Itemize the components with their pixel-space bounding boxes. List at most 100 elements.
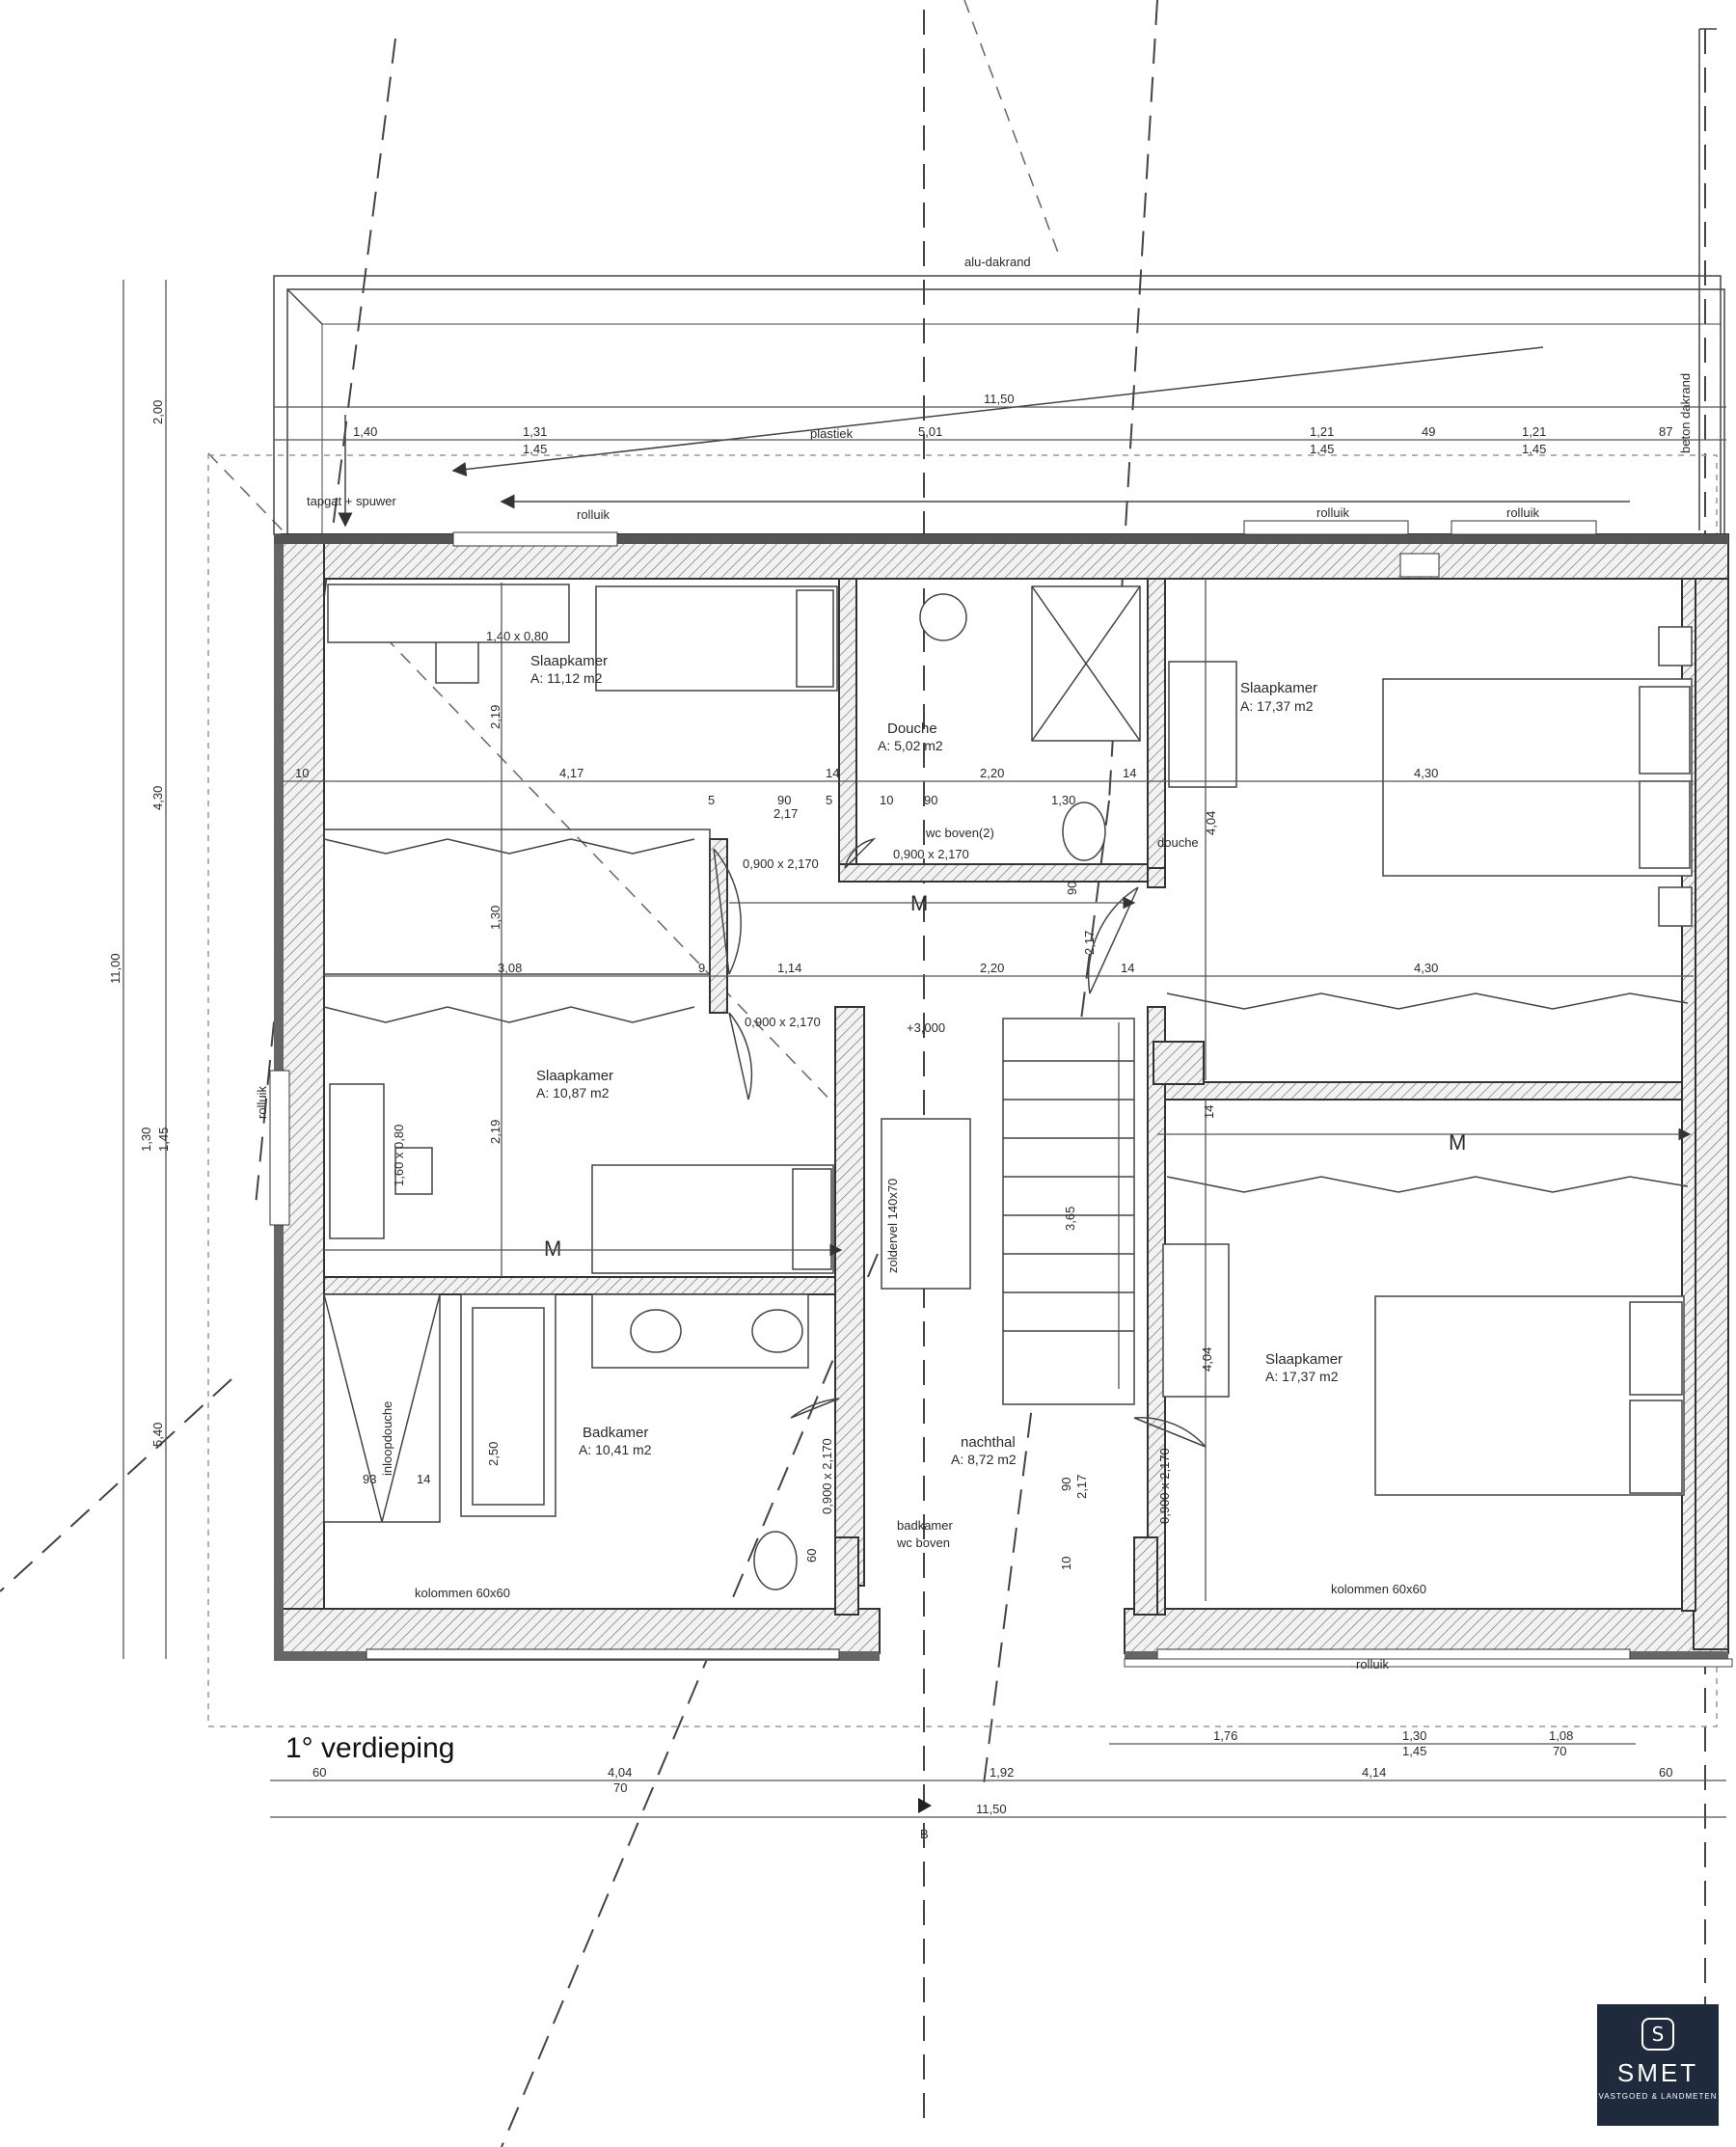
dim-top-2a: 1,31 bbox=[523, 424, 547, 439]
dim-left-3b: 1,45 bbox=[156, 1128, 171, 1152]
dim-v-404a: 4,04 bbox=[1204, 811, 1218, 835]
douche-small-label: douche bbox=[1157, 835, 1199, 850]
badkamer-above-label: badkamer bbox=[897, 1518, 953, 1533]
room-name-badkamer: Badkamer bbox=[583, 1425, 648, 1441]
dim-v-90a: 90 bbox=[1065, 882, 1079, 895]
dim-left-1: 2,00 bbox=[150, 400, 165, 424]
dim-v-14: 14 bbox=[1202, 1105, 1216, 1119]
wc-above-2-label: wc boven(2) bbox=[925, 826, 994, 840]
room-area-bedroom-3: A: 17,37 m2 bbox=[1240, 698, 1314, 714]
wardrobes bbox=[323, 829, 1689, 1193]
section-marker: B bbox=[920, 1827, 929, 1841]
dim-bot1-b1: 1,30 bbox=[1402, 1728, 1426, 1743]
dim-bot1-b2: 1,45 bbox=[1402, 1744, 1426, 1758]
room-labels: Slaapkamer A: 11,12 m2 Douche A: 5,02 m2… bbox=[530, 653, 1343, 1467]
interior-dimension-lines bbox=[282, 579, 1694, 1601]
logo-brand: SMET bbox=[1616, 2058, 1699, 2087]
half-mark-2: M bbox=[544, 1237, 561, 1261]
attic-hatch-label: zoldervel 140x70 bbox=[885, 1179, 900, 1273]
dim-bot1-a: 1,76 bbox=[1213, 1728, 1237, 1743]
roof-edge-label: plastiek bbox=[810, 426, 854, 441]
columns-label-1: kolommen 60x60 bbox=[415, 1586, 510, 1600]
dim-bot2-d: 4,14 bbox=[1362, 1765, 1386, 1780]
dim-v-219b: 2,19 bbox=[488, 1120, 502, 1144]
dim-top-3: 5,01 bbox=[918, 424, 942, 439]
concrete-roof-label: beton dakrand bbox=[1678, 373, 1693, 453]
wc-above-label: wc boven bbox=[896, 1536, 950, 1550]
logo-tagline: VASTGOED & LANDMETEN bbox=[1598, 2092, 1718, 2101]
window-size-2: 1,60 x 0,80 bbox=[392, 1125, 406, 1186]
dim-v-365: 3,65 bbox=[1063, 1207, 1077, 1231]
dim-top-1: 1,40 bbox=[353, 424, 377, 439]
room-name-bedroom-4: Slaapkamer bbox=[1265, 1351, 1343, 1368]
dim-bot2-e: 60 bbox=[1659, 1765, 1672, 1780]
room-area-badkamer: A: 10,41 m2 bbox=[579, 1442, 652, 1457]
room-area-bedroom-4: A: 17,37 m2 bbox=[1265, 1369, 1339, 1384]
dim-top-4a: 1,21 bbox=[1310, 424, 1334, 439]
dim-bot1-c1: 1,08 bbox=[1549, 1728, 1573, 1743]
room-name-bedroom-1: Slaapkamer bbox=[530, 653, 608, 669]
left-dimension-lines: 11,00 2,00 4,30 1,30 1,45 5,40 bbox=[108, 280, 171, 1659]
door-size-2: 0,900 x 2,170 bbox=[893, 847, 969, 861]
dim-left-2: 4,30 bbox=[150, 786, 165, 810]
rolluik-label-3: rolluik bbox=[1506, 505, 1539, 520]
dim-row1-i: 5 bbox=[826, 793, 832, 807]
half-mark-3: M bbox=[1449, 1130, 1466, 1155]
rolluik-label-4: rolluik bbox=[255, 1086, 269, 1119]
dim-bot2-b2: 70 bbox=[613, 1780, 627, 1795]
dim-row2-b: 9 bbox=[698, 961, 705, 975]
bottom-dimension-lines: 1,76 1,30 1,45 1,08 70 60 4,04 70 1,92 4… bbox=[270, 1728, 1726, 1841]
dim-v-130: 1,30 bbox=[488, 906, 502, 930]
dim-top-4b: 1,45 bbox=[1310, 442, 1334, 456]
insulation-label: tapgat + spuwer bbox=[307, 494, 397, 508]
dim-bath-b: 14 bbox=[417, 1472, 430, 1486]
dim-bath-a: 93 bbox=[363, 1472, 376, 1486]
dim-bot2-b1: 4,04 bbox=[608, 1765, 632, 1780]
dim-left-3a: 1,30 bbox=[139, 1128, 153, 1152]
dim-row1-h: 90 bbox=[777, 793, 791, 807]
company-logo: S SMET VASTGOED & LANDMETEN bbox=[1597, 2004, 1719, 2126]
dim-row1-e: 4,30 bbox=[1414, 766, 1438, 780]
dim-row1-a: 4,17 bbox=[559, 766, 583, 780]
logo-mark-icon: S bbox=[1641, 2018, 1674, 2051]
dim-top-6b: 1,45 bbox=[1522, 442, 1546, 456]
room-area-douche: A: 5,02 m2 bbox=[878, 738, 943, 753]
level-mark: +3,000 bbox=[907, 1020, 945, 1035]
dim-row2-e: 14 bbox=[1121, 961, 1134, 975]
dim-row1-g: 5 bbox=[708, 793, 715, 807]
columns-label-2: kolommen 60x60 bbox=[1331, 1582, 1426, 1596]
dim-bot2-a: 60 bbox=[312, 1765, 326, 1780]
gutter-label: alu-dakrand bbox=[964, 255, 1031, 269]
floor-title: 1° verdieping bbox=[285, 1732, 454, 1764]
dim-v-219a: 2,19 bbox=[488, 705, 502, 729]
rolluik-label-2: rolluik bbox=[1316, 505, 1349, 520]
room-name-douche: Douche bbox=[887, 720, 937, 737]
dim-v-60: 60 bbox=[804, 1549, 819, 1563]
room-name-bedroom-3: Slaapkamer bbox=[1240, 680, 1317, 696]
dim-top-5: 49 bbox=[1422, 424, 1435, 439]
door-size-5: 0,900 x 2,170 bbox=[1157, 1448, 1172, 1524]
room-area-bedroom-1: A: 11,12 m2 bbox=[530, 670, 603, 686]
interior-dimension-texts: 4,17 14 2,20 14 4,30 10 5 90 5 10 90 1,3… bbox=[295, 705, 1438, 1570]
dim-v-217b: 2,17 bbox=[1074, 1475, 1089, 1499]
dim-top-6a: 1,21 bbox=[1522, 424, 1546, 439]
dim-row1-c: 2,20 bbox=[980, 766, 1004, 780]
rolluik-label-5: rolluik bbox=[1356, 1657, 1389, 1671]
room-name-bedroom-2: Slaapkamer bbox=[536, 1068, 613, 1084]
dim-left-total: 11,00 bbox=[108, 953, 122, 984]
dim-top-2b: 1,45 bbox=[523, 442, 547, 456]
door-size-3: 0,900 x 2,170 bbox=[745, 1015, 821, 1029]
dim-row1-d: 14 bbox=[1123, 766, 1136, 780]
dim-top-7: 87 bbox=[1659, 424, 1672, 439]
dim-v-217a: 2,17 bbox=[1082, 931, 1097, 955]
room-area-bedroom-2: A: 10,87 m2 bbox=[536, 1085, 610, 1101]
dim-left-4: 5,40 bbox=[150, 1423, 165, 1447]
dim-row1-j: 10 bbox=[880, 793, 893, 807]
dim-row1-f: 10 bbox=[295, 766, 309, 780]
interior-walls bbox=[323, 578, 1696, 1616]
walk-in-shower-label: inloopdouche bbox=[380, 1401, 394, 1476]
dim-v-10: 10 bbox=[1059, 1557, 1073, 1570]
dim-row1-m: 2,17 bbox=[773, 806, 798, 821]
